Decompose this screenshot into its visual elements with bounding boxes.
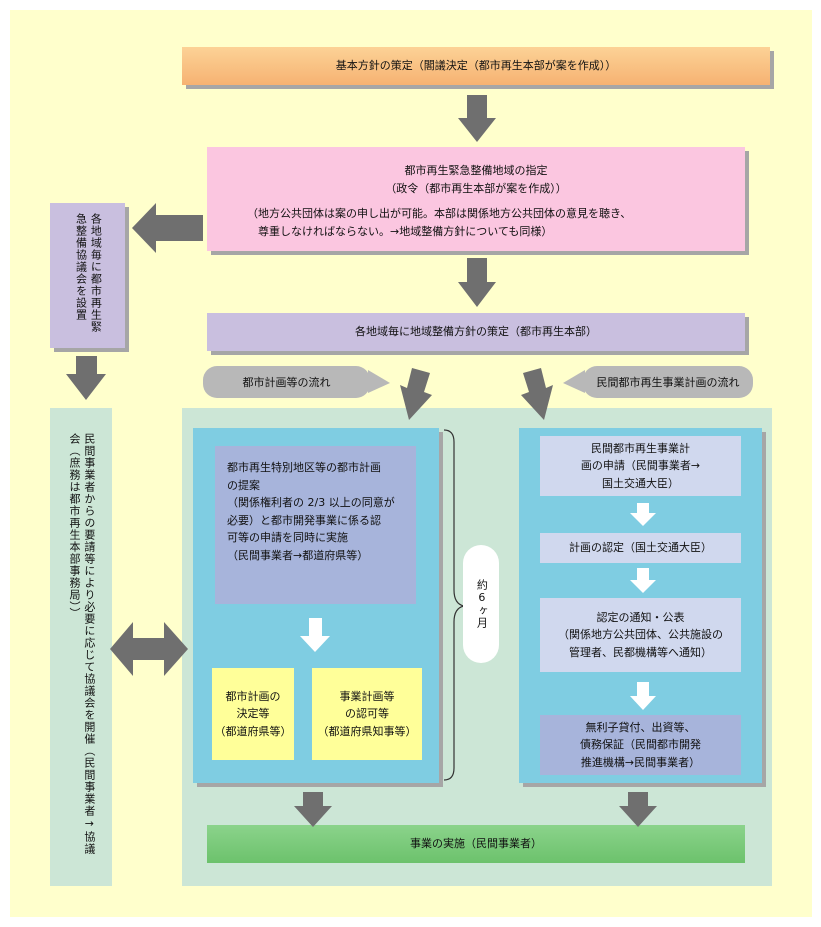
council-request-text: 民間事業者からの要請等により必要に応じて協議会を開催（民間事業者→協議会（庶務は… [68, 433, 96, 855]
plan-decision-box: 都市計画の 決定等 （都道府県等） [212, 668, 294, 760]
council-request-box: 民間事業者からの要請等により必要に応じて協議会を開催（民間事業者→協議会（庶務は… [50, 408, 112, 886]
plan-application-box: 民間都市再生事業計 画の申請（民間事業者→ 国土交通大臣） [540, 436, 741, 496]
basic-policy-box: 基本方針の策定（閣議決定（都市再生本部が案を作成）） [182, 47, 770, 85]
council-setup-text: 各地域毎に都市再生緊急整備協議会を設置 [74, 213, 103, 333]
designation-title: 都市再生緊急整備地域の指定 [404, 164, 548, 177]
loan-guarantee-box: 無利子貸付、出資等、 債務保証（民間都市開発 推進機構→民間事業者） [540, 715, 741, 775]
council-setup-box: 各地域毎に都市再生緊急整備協議会を設置 [50, 203, 125, 348]
basic-policy-text: 基本方針の策定（閣議決定（都市再生本部が案を作成）） [335, 59, 617, 73]
private-project-flow-text: 民間都市再生事業計画の流れ [596, 376, 740, 389]
project-approval-box: 事業計画等 の認可等 （都道府県知事等） [312, 668, 422, 760]
certification-notice-box: 認定の通知・公表 （関係地方公共団体、公共施設の 管理者、民都機構等へ通知） [540, 598, 741, 672]
project-implementation-text: 事業の実施（民間事業者） [410, 837, 542, 851]
designation-note: （地方公共団体は案の申し出が可能。本部は関係地方公共団体の意見を聴き、 尊重しな… [247, 207, 632, 238]
city-planning-flow-text: 都市計画等の流れ [242, 376, 331, 389]
duration-text: 約6ヶ月 [475, 579, 489, 629]
project-implementation-box: 事業の実施（民間事業者） [207, 825, 745, 863]
proposal-box: 都市再生特別地区等の都市計画 の提案 （関係権利者の 2/3 以上の同意が 必要… [215, 446, 416, 604]
area-policy-box: 各地域毎に地域整備方針の策定（都市再生本部） [207, 313, 745, 351]
designation-box: 都市再生緊急整備地域の指定 （政令（都市再生本部が案を作成）） （地方公共団体は… [207, 147, 745, 251]
city-planning-flow-label: 都市計画等の流れ [203, 366, 370, 398]
designation-subtitle: （政令（都市再生本部が案を作成）） [385, 181, 567, 195]
area-policy-text: 各地域毎に地域整備方針の策定（都市再生本部） [355, 325, 597, 339]
private-project-flow-label: 民間都市再生事業計画の流れ [583, 366, 753, 398]
plan-certification-box: 計画の認定（国土交通大臣） [540, 533, 741, 563]
duration-oval: 約6ヶ月 [463, 545, 499, 663]
